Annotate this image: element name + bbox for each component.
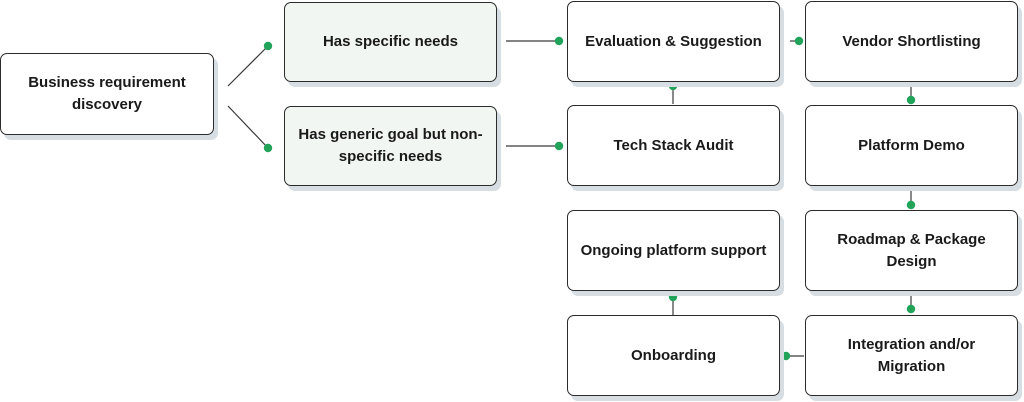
node-label: Evaluation & Suggestion (585, 32, 762, 50)
node-onboarding: Onboarding (567, 315, 780, 396)
connector-dot (554, 141, 564, 151)
connector-dot (906, 304, 916, 314)
connector-start-generic (227, 105, 269, 149)
node-label: Platform Demo (858, 136, 965, 154)
node-evaluation-suggestion: Evaluation & Suggestion (567, 1, 780, 82)
node-label: Has generic goal but non-specific needs (298, 126, 483, 165)
node-vendor-shortlisting: Vendor Shortlisting (805, 1, 1018, 82)
node-label: Roadmap & Package Design (837, 230, 986, 270)
node-ongoing-platform-support: Ongoing platform support (567, 210, 780, 291)
node-integration-migration: Integration and/or Migration (805, 315, 1018, 396)
node-label: Business requirement discovery (28, 74, 186, 113)
node-label: Vendor Shortlisting (842, 32, 981, 50)
node-label: Integration and/or Migration (847, 335, 976, 375)
node-label: Ongoing platform support (580, 241, 767, 259)
node-has-specific-needs: Has specific needs (284, 2, 497, 82)
connector-dot (794, 36, 804, 46)
node-business-requirement-discovery: Business requirement discovery (0, 53, 214, 135)
node-has-generic-goal: Has generic goal but non-specific needs (284, 106, 497, 186)
node-label: Has specific needs (322, 33, 459, 51)
connector-dot (668, 81, 678, 91)
connector-dot (906, 95, 916, 105)
connector-dot (906, 200, 916, 210)
node-platform-demo: Platform Demo (805, 105, 1018, 186)
connector-dot (668, 292, 678, 302)
connector-dot (263, 41, 273, 51)
node-tech-stack-audit: Tech Stack Audit (567, 105, 780, 186)
connector-dot (554, 36, 564, 46)
node-label: Onboarding (631, 346, 716, 364)
node-roadmap-package-design: Roadmap & Package Design (805, 210, 1018, 291)
node-label: Tech Stack Audit (613, 136, 734, 154)
connector-start-specific (227, 45, 269, 87)
connector-dot (263, 143, 273, 153)
connector-dot (781, 351, 791, 361)
